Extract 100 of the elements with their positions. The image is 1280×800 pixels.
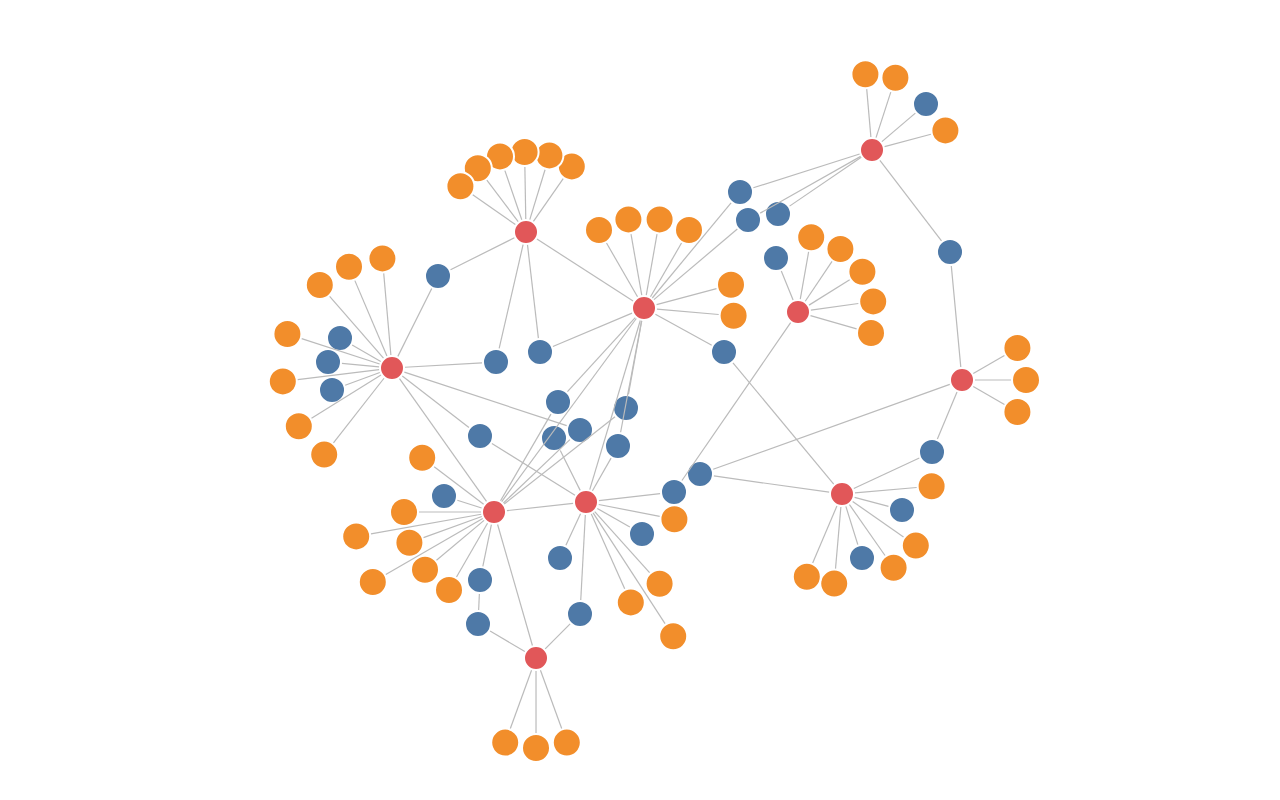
leaf-node <box>341 521 372 552</box>
link-line <box>598 503 661 517</box>
link-line <box>310 374 382 419</box>
link-line <box>504 170 523 221</box>
network-node <box>912 90 940 118</box>
network-node <box>734 206 762 234</box>
link-line <box>594 511 651 574</box>
network-node <box>848 544 876 572</box>
network-node <box>544 388 572 416</box>
link-line <box>455 522 489 578</box>
link-line <box>509 669 533 730</box>
link-line <box>881 112 916 143</box>
link-line <box>799 251 810 300</box>
link-line <box>385 517 484 576</box>
leaf-node <box>615 587 646 618</box>
link-line <box>524 166 527 220</box>
link-line <box>580 514 586 601</box>
link-line <box>620 320 643 433</box>
network-node <box>424 262 452 290</box>
hub-node <box>949 367 975 393</box>
network-node <box>464 610 492 638</box>
link-line <box>456 499 483 509</box>
leaf-node <box>490 727 521 758</box>
link-line <box>418 511 482 513</box>
link-line <box>712 383 951 470</box>
link-line <box>506 502 574 512</box>
leaf-node <box>334 251 364 282</box>
network-node <box>936 238 964 266</box>
hub-node <box>573 489 599 515</box>
network-node <box>762 244 790 272</box>
link-line <box>403 371 568 427</box>
leaf-node <box>389 497 419 527</box>
network-node <box>710 338 738 366</box>
link-line <box>297 369 380 381</box>
link-line <box>848 504 886 557</box>
link-line <box>499 413 552 502</box>
link-line <box>489 630 526 653</box>
hub-node <box>829 481 855 507</box>
link-line <box>565 513 582 546</box>
leaf-node <box>584 215 614 245</box>
link-line <box>759 155 862 214</box>
link-line <box>449 237 515 271</box>
link-line <box>539 669 563 730</box>
leaf-node <box>825 234 856 264</box>
link-line <box>498 244 524 349</box>
leaf-node <box>485 141 515 172</box>
network-node <box>604 432 632 460</box>
leaf-node <box>613 204 644 235</box>
link-line <box>383 272 392 356</box>
leaf-node <box>856 318 886 348</box>
leaf-node <box>878 552 909 583</box>
link-line <box>503 416 616 505</box>
link-line <box>566 317 636 393</box>
network-node <box>482 348 510 376</box>
link-line <box>853 457 920 490</box>
link-line <box>435 519 485 561</box>
link-line <box>972 354 1005 375</box>
link-line <box>950 265 962 368</box>
link-line <box>598 493 661 502</box>
link-line <box>397 287 433 357</box>
leaf-node <box>1011 365 1041 395</box>
link-line <box>591 457 612 492</box>
link-line <box>301 338 381 365</box>
leaf-node <box>462 153 493 184</box>
leaf-node <box>445 171 476 202</box>
link-line <box>627 320 643 395</box>
link-line <box>853 496 890 507</box>
link-line <box>344 371 381 386</box>
leaf-node <box>1002 397 1033 427</box>
link-line <box>808 279 851 306</box>
leaf-node <box>659 504 690 535</box>
link-line <box>804 260 833 302</box>
leaf-node <box>791 561 822 592</box>
network-node <box>546 544 574 572</box>
hub-node <box>481 499 507 525</box>
hub-node <box>513 219 539 245</box>
link-line <box>654 313 713 346</box>
leaf-node <box>716 269 746 300</box>
leaf-node <box>819 568 850 599</box>
network-node <box>526 338 554 366</box>
link-line <box>732 362 835 485</box>
link-line <box>590 513 626 590</box>
network-node <box>628 520 656 548</box>
leaf-node <box>551 727 582 758</box>
link-line <box>845 505 859 546</box>
leaf-node <box>521 733 551 763</box>
link-line <box>974 379 1012 381</box>
link-line <box>789 156 862 207</box>
network-node <box>318 376 346 404</box>
link-line <box>482 524 492 567</box>
leaf-node <box>407 442 438 473</box>
link-line <box>401 375 470 429</box>
hub-node <box>631 295 657 321</box>
leaf-node <box>916 471 947 502</box>
network-node <box>430 482 458 510</box>
leaf-node <box>304 270 335 300</box>
leaf-node <box>272 319 303 349</box>
link-line <box>422 515 483 539</box>
link-line <box>645 233 658 296</box>
leaf-node <box>534 140 565 171</box>
